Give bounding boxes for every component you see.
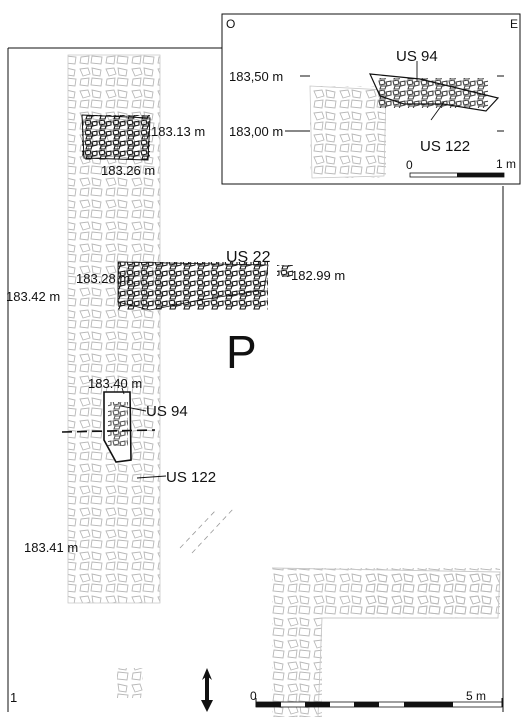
elevation-label: 183.40 m bbox=[88, 376, 142, 391]
dashed-lines bbox=[179, 507, 235, 554]
unit-label-us94: US 94 bbox=[146, 403, 188, 420]
inset-scale-end-label: 1 m bbox=[496, 157, 516, 171]
leader-lines bbox=[120, 387, 167, 479]
scale-start-label: 0 bbox=[250, 689, 257, 703]
inset-scale-bar bbox=[409, 172, 505, 178]
elevation-label: 183.42 m bbox=[6, 289, 60, 304]
figure-number: 1 bbox=[10, 690, 17, 705]
unit-label-us122: US 122 bbox=[166, 469, 216, 486]
inset-orientation-west: O bbox=[226, 17, 235, 31]
main-scale-bar bbox=[255, 698, 503, 708]
north-arrow-icon bbox=[201, 668, 213, 712]
plan-frame bbox=[7, 47, 504, 712]
elevation-label: 183.41 m bbox=[24, 540, 78, 555]
inset-elevation-lower: 183,00 m bbox=[229, 124, 283, 139]
elevation-label: 183.13 m bbox=[151, 124, 205, 139]
elevation-label: 183.26 m bbox=[101, 163, 155, 178]
feature-us94 bbox=[61, 391, 156, 463]
inset-orientation-east: E bbox=[510, 17, 518, 31]
inset-elevation-upper: 183,50 m bbox=[229, 69, 283, 84]
stone-cluster-upper bbox=[81, 114, 151, 161]
stone-cluster-us22 bbox=[117, 261, 293, 311]
elevation-label: 183.28 m bbox=[76, 271, 130, 286]
scale-end-label: 5 m bbox=[466, 689, 486, 703]
unit-label-us22: US 22 bbox=[226, 249, 271, 266]
inset-unit-label-us122: US 122 bbox=[420, 138, 470, 155]
room-label: P bbox=[226, 326, 257, 378]
wall-lower-right bbox=[271, 567, 501, 717]
scattered-stones bbox=[117, 668, 143, 698]
labels: 1 183.13 m 183.26 m 183.28 m 183.42 m 18… bbox=[6, 17, 518, 705]
elevation-label: 182.99 m bbox=[291, 268, 345, 283]
inset-section bbox=[221, 13, 521, 185]
inset-scale-start-label: 0 bbox=[406, 158, 413, 172]
inset-unit-label-us94: US 94 bbox=[396, 48, 438, 65]
